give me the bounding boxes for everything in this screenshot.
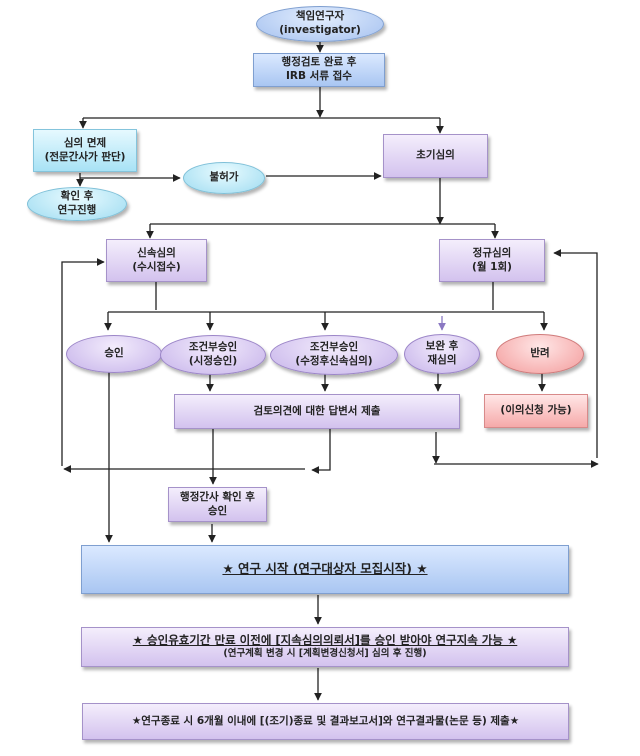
node-conditional-approval-correction: 조건부승인 (시정승인)	[160, 335, 266, 375]
node-exempt: 심의 면제 (전문간사가 판단)	[33, 129, 137, 172]
node-irb-receipt: 행정검토 완료 후 IRB 서류 접수	[253, 53, 385, 87]
node-appeal-label: (이의신청 가능)	[500, 404, 572, 417]
node-study-end: ★연구종료 시 6개월 이내에 [(조기)종료 및 결과보고서]와 연구결과물(…	[82, 703, 569, 740]
node-admin-approve-label: 행정간사 확인 후	[180, 490, 255, 503]
node-cond1-label: 조건부승인	[188, 341, 238, 354]
node-expedited-review-label: 신속심의	[137, 246, 176, 259]
node-investigator-sublabel: (investigator)	[279, 24, 361, 36]
node-investigator-label: 책임연구자	[295, 10, 345, 23]
node-continuation-review: ★ 승인유효기간 만료 이전에 [지속심의의뢰서]를 승인 받아야 연구지속 가…	[81, 627, 569, 667]
node-regular-review: 정규심의 (월 1회)	[439, 239, 545, 282]
node-approved-label: 승인	[104, 347, 124, 360]
node-initial-review: 초기심의	[383, 134, 488, 178]
node-cond2-sublabel: (수정후신속심의)	[295, 355, 373, 367]
connector-loop-expedited	[61, 258, 105, 466]
node-initial-review-label: 초기심의	[416, 149, 455, 162]
node-exempt-proceed-sublabel: 연구진행	[57, 204, 97, 216]
node-investigator: 책임연구자 (investigator)	[256, 6, 384, 42]
node-expedited-review-sublabel: (수시접수)	[132, 260, 181, 273]
node-response-submit: 검토의견에 대한 답변서 제출	[174, 394, 460, 429]
node-irb-receipt-label: 행정검토 완료 후	[281, 56, 357, 69]
node-study-start: ★ 연구 시작 (연구대상자 모집시작) ★	[81, 545, 569, 594]
node-regular-review-label: 정규심의	[472, 246, 512, 259]
node-study-start-label: ★ 연구 시작 (연구대상자 모집시작) ★	[222, 561, 428, 577]
node-revise-rereview: 보완 후 재심의	[404, 334, 480, 374]
node-rejected-label: 반려	[530, 347, 550, 360]
node-regular-review-sublabel: (월 1회)	[472, 260, 512, 273]
node-not-allowed: 불허가	[183, 162, 265, 194]
node-continuation-sublabel: (연구계획 변경 시 [계획변경신청서] 심의 후 진행)	[223, 648, 427, 660]
node-exempt-proceed-label: 확인 후	[60, 190, 94, 203]
node-response-submit-label: 검토의견에 대한 답변서 제출	[253, 404, 381, 417]
node-expedited-review: 신속심의 (수시접수)	[106, 239, 207, 282]
node-exempt-label: 심의 면제	[63, 136, 107, 149]
node-admin-approve: 행정간사 확인 후 승인	[168, 487, 267, 522]
connector-loop-regular	[553, 249, 598, 458]
connector-response-to-loop	[311, 428, 331, 474]
node-not-allowed-label: 불허가	[209, 171, 239, 184]
node-cond1-sublabel: (시정승인)	[188, 355, 238, 367]
node-approved: 승인	[66, 335, 162, 373]
node-rejected: 반려	[496, 334, 584, 374]
node-revise-label: 보완 후	[425, 340, 459, 353]
node-irb-receipt-sublabel: IRB 서류 접수	[286, 70, 352, 82]
node-study-end-label: ★연구종료 시 6개월 이내에 [(조기)종료 및 결과보고서]와 연구결과물(…	[131, 714, 520, 727]
node-cond2-label: 조건부승인	[309, 341, 359, 354]
node-conditional-approval-expedited: 조건부승인 (수정후신속심의)	[270, 335, 398, 375]
node-exempt-sublabel: (전문간사가 판단)	[44, 150, 126, 163]
node-revise-sublabel: 재심의	[427, 354, 457, 366]
node-continuation-label: ★ 승인유효기간 만료 이전에 [지속심의의뢰서]를 승인 받아야 연구지속 가…	[132, 633, 518, 648]
node-admin-approve-sublabel: 승인	[207, 504, 228, 517]
node-appeal: (이의신청 가능)	[484, 394, 588, 428]
node-exempt-proceed: 확인 후 연구진행	[27, 187, 127, 221]
